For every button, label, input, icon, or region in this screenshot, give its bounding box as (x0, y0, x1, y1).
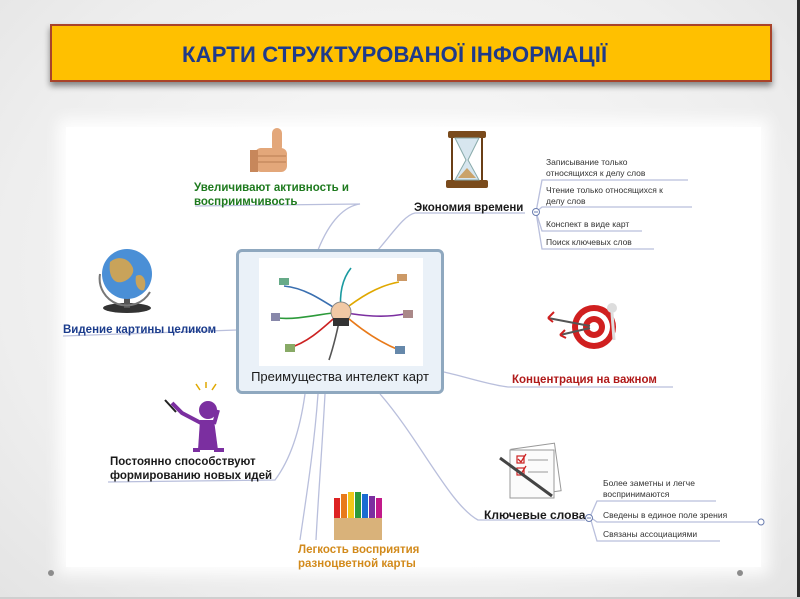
window-right-edge (797, 0, 800, 599)
central-node-label: Преимущества интелект карт (251, 369, 429, 384)
hourglass-icon (446, 131, 488, 188)
keyword-item-1: Более заметны и легче воспринимаются (603, 478, 695, 500)
slide-bullet-left (48, 570, 54, 576)
branch-activity-line2: восприимчивость (194, 196, 298, 208)
keyword-item-2: Сведены в единое поле зрения (603, 510, 728, 520)
thinking-person-icon (164, 382, 224, 452)
branch-keywords: Ключевые слова (484, 508, 586, 522)
branch-colorful-line2: разноцветной карты (298, 558, 416, 570)
mind-map-picture (259, 258, 423, 366)
branch-colorful-line1: Легкость восприятия (298, 544, 420, 556)
time-item-2: Чтение только относящихся к делу слов (546, 185, 663, 207)
branch-whole-picture: Видение картины целиком (63, 324, 217, 336)
branch-new-ideas-line1: Постоянно способствуют (110, 456, 256, 468)
branch-colorful: Легкость восприятия разноцветной карты (298, 543, 419, 571)
time-item-2-line2: делу слов (546, 196, 586, 206)
time-item-3: Конспект в виде карт (546, 219, 630, 229)
time-item-2-line1: Чтение только относящихся к (546, 185, 663, 195)
time-item-1-line1: Записывание только (546, 157, 628, 167)
central-node: Преимущества интелект карт (236, 249, 444, 394)
checklist-icon (499, 442, 562, 499)
mind-map-image-icon (271, 267, 413, 361)
target-icon (547, 303, 617, 349)
keyword-item-1-line2: воспринимаются (603, 489, 670, 499)
keyword-item-1-line1: Более заметны и легче (603, 478, 695, 488)
branch-time: Экономия времени (414, 202, 524, 214)
time-item-1: Записывание только относящихся к делу сл… (546, 157, 645, 179)
branch-focus: Концентрация на важном (512, 374, 657, 386)
branch-new-ideas: Постоянно способствуют формированию новы… (110, 455, 272, 483)
branch-activity: Увеличивают активность и восприимчивость (194, 181, 349, 209)
time-item-1-line2: относящихся к делу слов (546, 168, 646, 178)
slide-title: КАРТИ СТРУКТУРОВАНОЇ ІНФОРМАЦІЇ (182, 42, 608, 67)
colored-pencils-icon (334, 492, 382, 540)
branch-new-ideas-line2: формированию новых идей (110, 470, 273, 482)
title-banner: КАРТИ СТРУКТУРОВАНОЇ ІНФОРМАЦІЇ (50, 24, 772, 82)
globe-icon (98, 249, 152, 313)
time-item-4: Поиск ключевых слов (546, 237, 632, 247)
slide-bullet-right (737, 570, 743, 576)
branch-activity-line1: Увеличивают активность и (194, 182, 349, 194)
slide-bottom-edge (0, 597, 800, 599)
keyword-item-3: Связаны ассоциациями (603, 529, 698, 539)
thumbs-up-icon (250, 128, 287, 172)
